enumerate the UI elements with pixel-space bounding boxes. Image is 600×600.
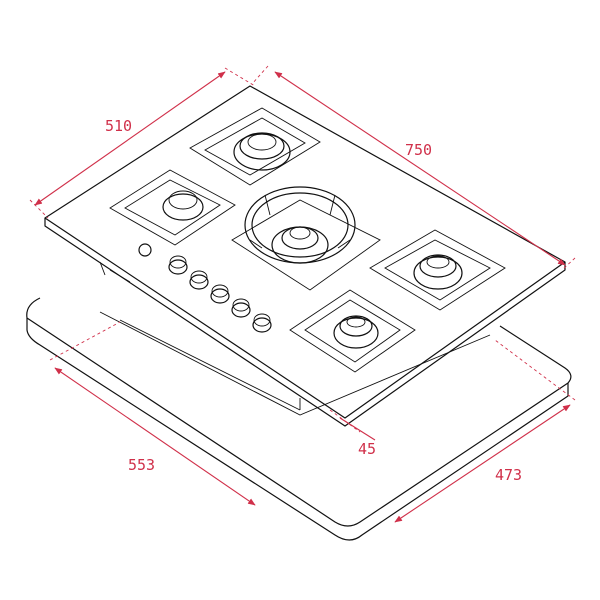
knob-1 bbox=[168, 255, 188, 275]
dim-label-750: 750 bbox=[405, 141, 432, 159]
burner-front bbox=[289, 289, 416, 373]
burner-rear bbox=[189, 107, 321, 186]
burners bbox=[109, 107, 506, 373]
dim-label-553: 553 bbox=[128, 456, 155, 474]
burner-right bbox=[369, 229, 506, 311]
knob-3 bbox=[210, 284, 230, 304]
knob-5 bbox=[252, 313, 272, 333]
dim-line-750 bbox=[274, 71, 566, 266]
burner-wok-center bbox=[231, 186, 381, 291]
dimension-lines bbox=[29, 65, 576, 523]
control-knobs bbox=[138, 243, 272, 333]
knob-2 bbox=[189, 270, 209, 290]
ignition-button bbox=[138, 243, 152, 257]
dim-label-473: 473 bbox=[495, 466, 522, 484]
knob-4 bbox=[231, 298, 251, 318]
dim-line-510 bbox=[34, 71, 226, 206]
hob-plate bbox=[44, 85, 566, 427]
dim-label-510: 510 bbox=[105, 117, 132, 135]
dim-line-473 bbox=[394, 404, 571, 523]
burner-left bbox=[109, 169, 236, 246]
dim-label-45: 45 bbox=[358, 440, 376, 458]
dim-line-553 bbox=[54, 367, 256, 506]
countertop bbox=[26, 297, 572, 541]
